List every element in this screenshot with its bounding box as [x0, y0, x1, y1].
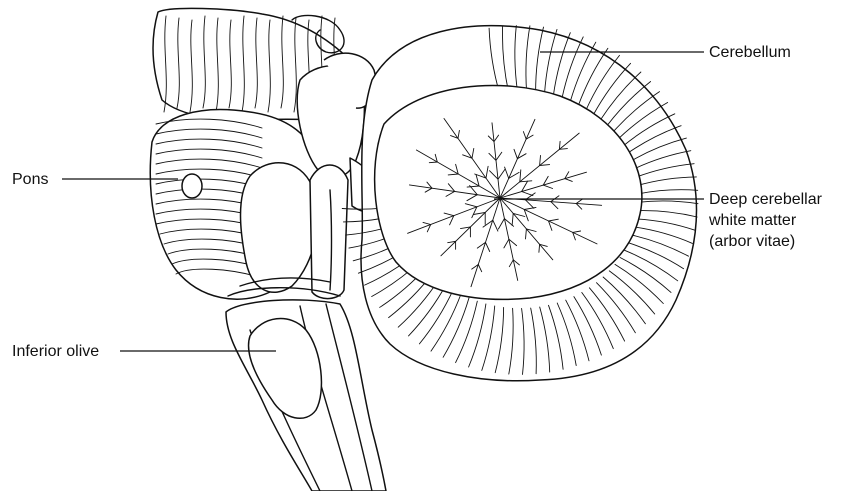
arbor-vitae-label-line-3: (arbor vitae) — [709, 231, 822, 252]
pons-label: Pons — [12, 169, 48, 190]
cerebellum-label: Cerebellum — [709, 42, 791, 63]
cerebellum-structure — [342, 26, 698, 381]
arbor-vitae-label-line-1: Deep cerebellar — [709, 189, 822, 210]
inferior-olive-label: Inferior olive — [12, 341, 99, 362]
pons-structure — [150, 110, 318, 300]
arbor-vitae-label-line-2: white matter — [709, 210, 822, 231]
arbor-vitae-label: Deep cerebellar white matter (arbor vita… — [709, 189, 822, 252]
